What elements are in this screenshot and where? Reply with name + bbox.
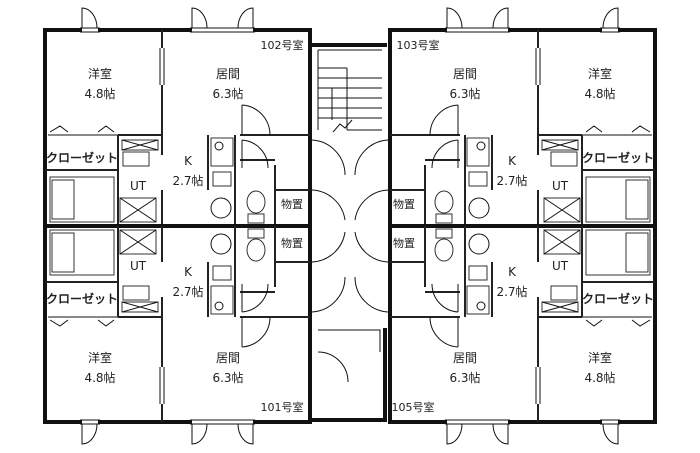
- room-size: 4.8帖: [84, 370, 115, 385]
- room-size: 2.7帖: [172, 284, 203, 299]
- room-name: 洋室: [88, 350, 112, 365]
- room-size: 6.3帖: [449, 86, 480, 101]
- storage-label: 物置: [281, 236, 303, 250]
- room-size: 2.7帖: [496, 284, 527, 299]
- utility-label: UT: [552, 179, 569, 193]
- utility-label: UT: [130, 259, 147, 273]
- closet-label: クローゼット: [582, 291, 654, 306]
- storage-label: 物置: [393, 236, 415, 250]
- room-name: 居間: [216, 351, 240, 365]
- unit-number: 102号室: [261, 38, 304, 52]
- room-name: K: [184, 265, 193, 279]
- room-name: K: [508, 154, 517, 168]
- room-size: 2.7帖: [172, 173, 203, 188]
- room-name: 居間: [453, 351, 477, 365]
- room-name: K: [508, 265, 517, 279]
- room-name: 洋室: [588, 350, 612, 365]
- staircase: [308, 43, 387, 422]
- storage-label: 物置: [393, 197, 415, 211]
- unit-number: 101号室: [261, 400, 304, 414]
- unit-102-labels: 洋室 4.8帖 居間 6.3帖 102号室 クローゼット UT K 2.7帖 物…: [46, 38, 304, 211]
- unit-number: 105号室: [392, 400, 435, 414]
- room-size: 6.3帖: [212, 86, 243, 101]
- utility-label: UT: [130, 179, 147, 193]
- room-size: 4.8帖: [584, 370, 615, 385]
- unit-105-labels: 洋室 4.8帖 居間 6.3帖 105号室 クローゼット UT K 2.7帖 物…: [392, 236, 655, 414]
- room-size: 4.8帖: [84, 86, 115, 101]
- room-name: 洋室: [588, 66, 612, 81]
- unit-103-labels: 洋室 4.8帖 居間 6.3帖 103号室 クローゼット UT K 2.7帖 物…: [393, 38, 654, 211]
- closet-label: クローゼット: [46, 291, 118, 306]
- room-size: 6.3帖: [212, 370, 243, 385]
- utility-label: UT: [552, 259, 569, 273]
- closet-label: クローゼット: [582, 150, 654, 165]
- room-name: 洋室: [88, 66, 112, 81]
- room-size: 4.8帖: [584, 86, 615, 101]
- unit-number: 103号室: [397, 38, 440, 52]
- storage-label: 物置: [281, 197, 303, 211]
- room-name: 居間: [216, 67, 240, 81]
- room-name: 居間: [453, 67, 477, 81]
- unit-101-labels: 洋室 4.8帖 居間 6.3帖 101号室 クローゼット UT K 2.7帖 物…: [46, 236, 304, 414]
- room-name: K: [184, 154, 193, 168]
- room-size: 2.7帖: [496, 173, 527, 188]
- closet-label: クローゼット: [46, 150, 118, 165]
- room-size: 6.3帖: [449, 370, 480, 385]
